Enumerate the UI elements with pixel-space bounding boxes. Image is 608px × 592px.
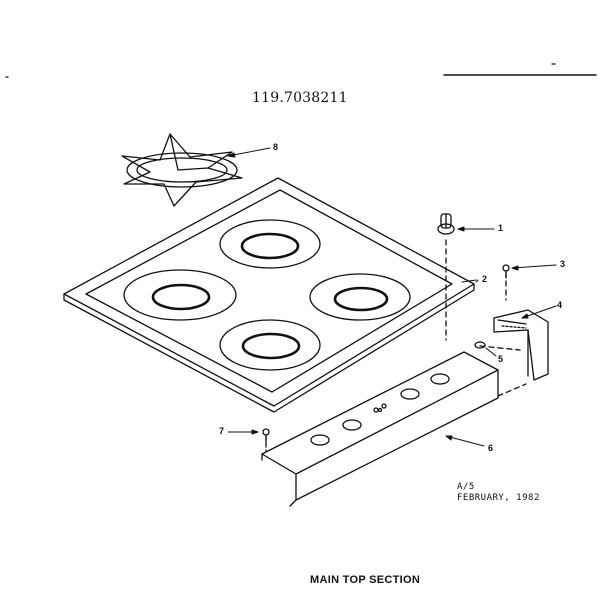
revision-date: FEBRUARY, 1982 [457,493,540,503]
callout-2: 2 [482,274,488,284]
callout-6: 6 [488,443,494,453]
callout-3: 3 [560,259,566,269]
revision-code: A/5 [457,482,475,492]
callout-1: 1 [498,223,504,233]
burner-grate [121,133,243,207]
assembly-line [479,345,521,351]
screw-bottom [262,428,270,443]
callout-4: 4 [557,300,563,310]
callout-7: 7 [219,426,225,436]
clip [474,341,486,349]
bracket [493,309,549,381]
callout-5: 5 [498,354,504,364]
callout-8: 8 [273,142,279,152]
screw-top [502,264,510,279]
assembly-line [497,383,527,397]
callout-leaders [227,147,557,447]
main-top-panel [63,177,475,413]
model-number: 119.7038211 [252,90,348,106]
diagram-caption: MAIN TOP SECTION [310,574,421,586]
control-knob [437,213,455,235]
control-panel [261,351,499,507]
